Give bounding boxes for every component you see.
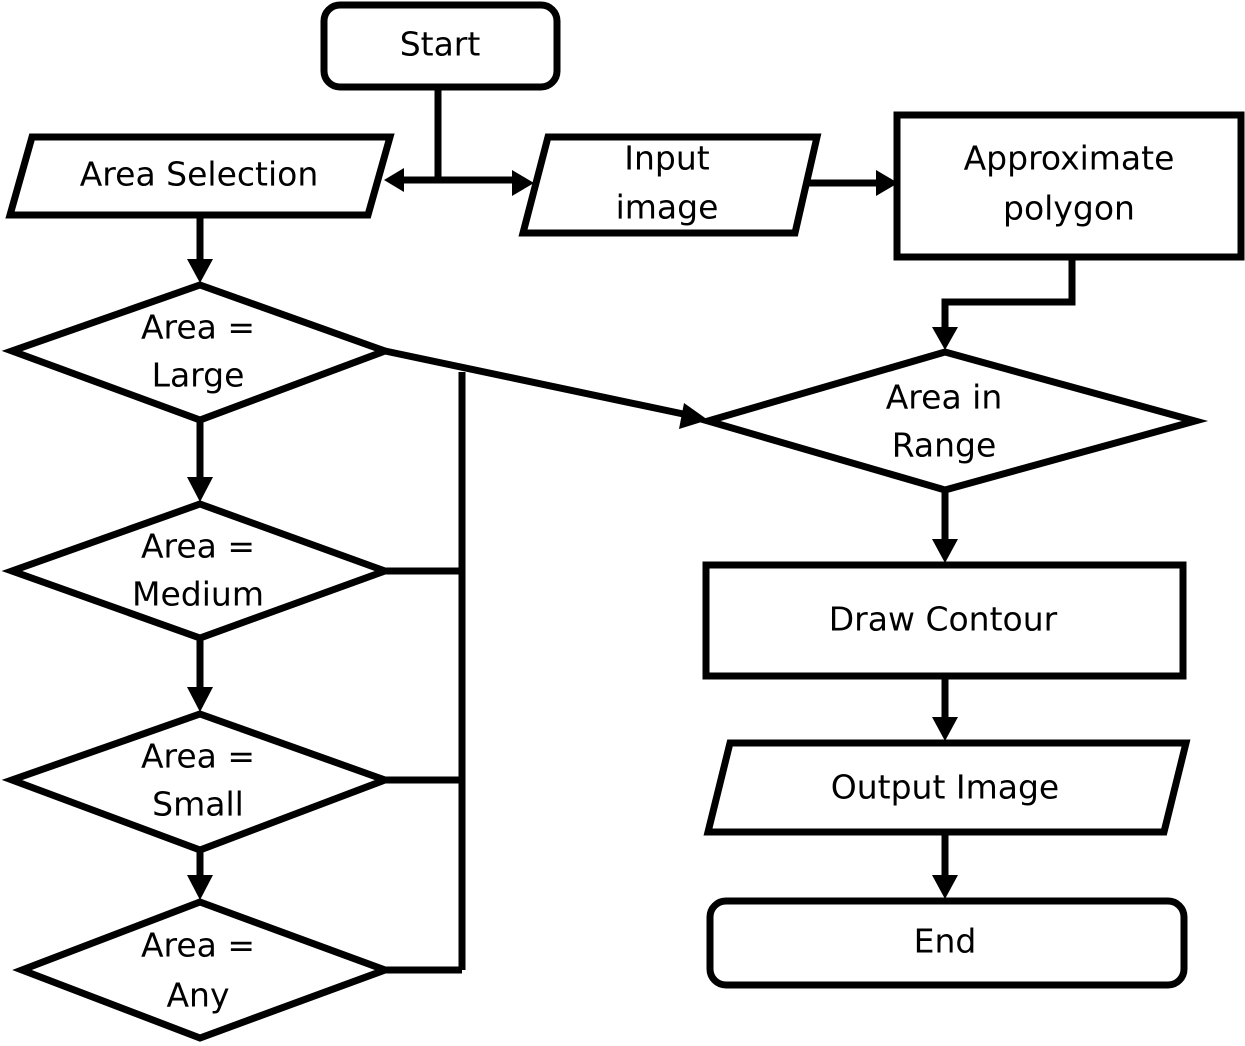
node-draw-contour-label: Draw Contour — [829, 600, 1058, 639]
arrowhead-range-top — [932, 327, 958, 350]
node-range-line2: Range — [892, 426, 997, 465]
node-area-medium: Area = Medium — [1, 500, 396, 642]
arrowhead-polygon — [876, 170, 898, 196]
connectors — [187, 88, 1076, 974]
arrowhead-any — [187, 875, 213, 900]
edge-large-to-range — [384, 347, 689, 419]
node-end-label: End — [914, 922, 977, 961]
node-approximate-polygon: Approximate polygon — [893, 111, 1245, 261]
arrowhead-small — [187, 687, 213, 712]
node-area-selection-label: Area Selection — [80, 155, 319, 194]
node-end: End — [706, 897, 1188, 989]
node-area-any-line1: Area = — [141, 926, 255, 965]
node-area-small-line2: Small — [152, 785, 244, 824]
node-polygon-line2: polygon — [1003, 189, 1135, 228]
arrowhead-end — [932, 875, 958, 899]
arrowhead-contour — [932, 539, 958, 563]
edge-polygon-to-range — [941, 258, 1076, 328]
node-area-small: Area = Small — [1, 710, 396, 854]
node-draw-contour: Draw Contour — [702, 561, 1187, 680]
node-polygon-line1: Approximate — [964, 139, 1175, 178]
node-area-in-range: Area in Range — [695, 348, 1209, 494]
node-area-large-line1: Area = — [141, 308, 255, 347]
node-area-any: Area = Any — [12, 898, 396, 1042]
arrowhead-output — [932, 717, 958, 741]
node-range-line1: Area in — [886, 378, 1003, 417]
arrowhead-large — [187, 259, 213, 283]
arrowhead-input-image — [512, 170, 534, 196]
node-input-image-line1: Input — [624, 139, 710, 178]
node-start: Start — [320, 1, 561, 91]
node-output-image: Output Image — [703, 739, 1191, 836]
node-area-any-line2: Any — [166, 976, 229, 1015]
node-area-selection: Area Selection — [5, 133, 395, 219]
node-output-image-label: Output Image — [831, 768, 1059, 807]
node-input-image-line2: image — [616, 188, 719, 227]
arrowhead-area-selection — [384, 168, 404, 192]
node-area-large: Area = Large — [1, 281, 396, 424]
node-start-label: Start — [400, 25, 481, 64]
node-area-small-line1: Area = — [141, 737, 255, 776]
arrowhead-range-left — [679, 403, 708, 429]
node-area-medium-line2: Medium — [132, 575, 264, 614]
arrowhead-medium — [187, 477, 213, 502]
node-input-image: Input image — [518, 133, 822, 237]
node-area-large-line2: Large — [152, 356, 245, 395]
node-area-medium-line1: Area = — [141, 527, 255, 566]
